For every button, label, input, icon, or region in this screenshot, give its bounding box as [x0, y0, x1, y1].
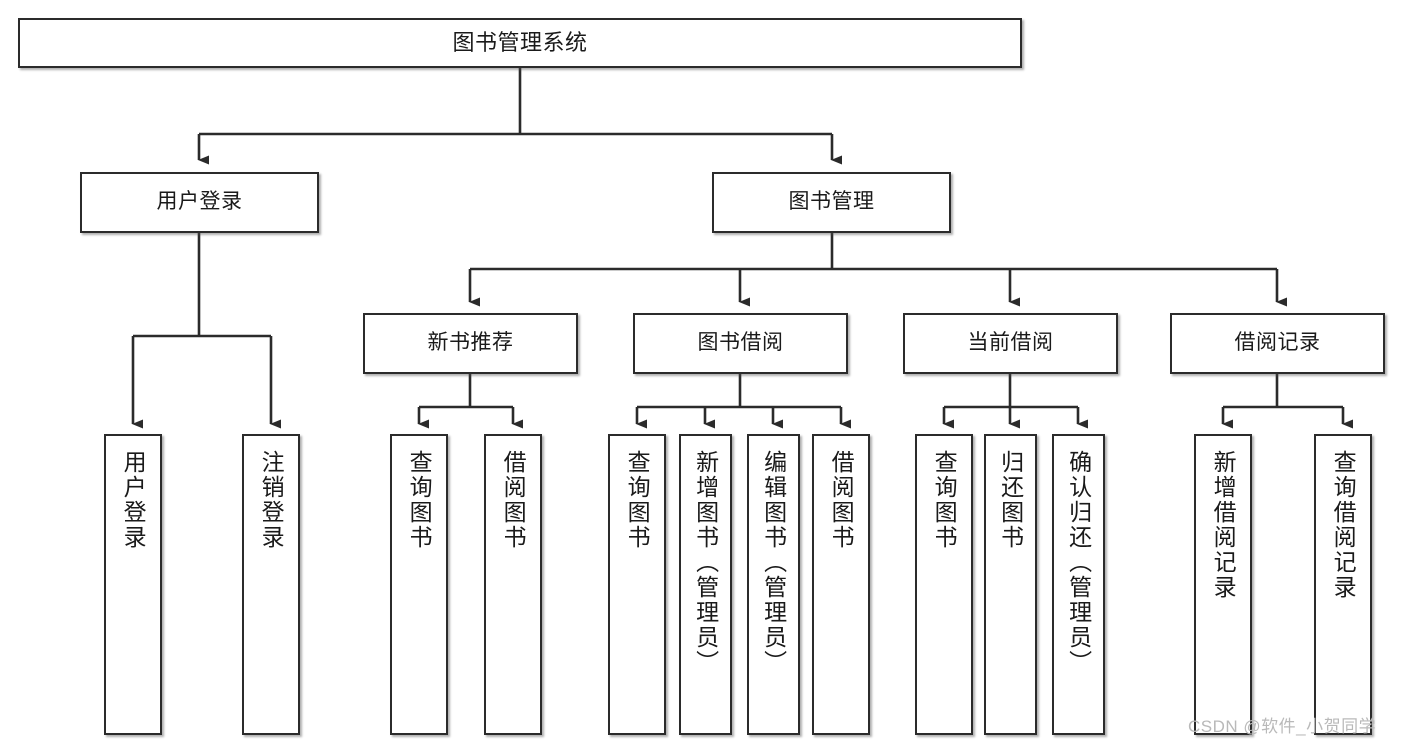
node-label: 查询图书 [624, 450, 651, 550]
node-label: 查询图书 [406, 450, 433, 550]
node-borrowing-records[interactable]: 借阅记录 [1170, 313, 1385, 374]
node-leaf-borrow-book-new[interactable]: 借阅图书 [484, 434, 542, 735]
node-label: 用户登录 [120, 450, 147, 550]
node-label: 查询图书 [931, 450, 958, 550]
node-leaf-borrow-book-borrow[interactable]: 借阅图书 [812, 434, 870, 735]
node-book-borrowing[interactable]: 图书借阅 [633, 313, 848, 374]
node-leaf-confirm-return-admin[interactable]: 确认归还（管理员） [1052, 434, 1105, 735]
node-label: 注销登录 [258, 450, 285, 550]
node-root-book-management-system[interactable]: 图书管理系统 [18, 18, 1022, 68]
node-user-login[interactable]: 用户登录 [80, 172, 319, 233]
node-leaf-query-book-new[interactable]: 查询图书 [390, 434, 448, 735]
node-label: 借阅图书 [500, 450, 527, 550]
node-leaf-edit-book-admin[interactable]: 编辑图书（管理员） [747, 434, 800, 735]
node-label: 图书管理 [788, 190, 875, 214]
node-new-book-recommendation[interactable]: 新书推荐 [363, 313, 578, 374]
node-leaf-logout[interactable]: 注销登录 [242, 434, 300, 735]
node-label: 当前借阅 [967, 331, 1054, 355]
node-leaf-query-book-current[interactable]: 查询图书 [915, 434, 973, 735]
node-label: 新增借阅记录 [1210, 450, 1237, 600]
node-label: 新书推荐 [427, 331, 514, 355]
node-leaf-add-book-admin[interactable]: 新增图书（管理员） [679, 434, 732, 735]
node-current-borrowing[interactable]: 当前借阅 [903, 313, 1118, 374]
node-label: 新增图书（管理员） [692, 450, 719, 675]
node-book-management[interactable]: 图书管理 [712, 172, 951, 233]
node-label: 图书借阅 [697, 331, 784, 355]
node-leaf-query-book-borrow[interactable]: 查询图书 [608, 434, 666, 735]
node-label: 用户登录 [156, 190, 243, 214]
node-leaf-add-borrow-record[interactable]: 新增借阅记录 [1194, 434, 1252, 735]
watermark-text: CSDN @软件_小贺同学 [1188, 717, 1377, 736]
node-label: 归还图书 [997, 450, 1024, 550]
node-label: 编辑图书（管理员） [760, 450, 787, 675]
node-leaf-return-book[interactable]: 归还图书 [984, 434, 1037, 735]
node-label: 借阅记录 [1234, 331, 1321, 355]
node-label: 查询借阅记录 [1330, 450, 1357, 600]
node-leaf-query-borrow-record[interactable]: 查询借阅记录 [1314, 434, 1372, 735]
node-label: 确认归还（管理员） [1065, 450, 1092, 675]
node-leaf-user-login[interactable]: 用户登录 [104, 434, 162, 735]
node-label: 借阅图书 [828, 450, 855, 550]
node-label: 图书管理系统 [452, 30, 588, 56]
